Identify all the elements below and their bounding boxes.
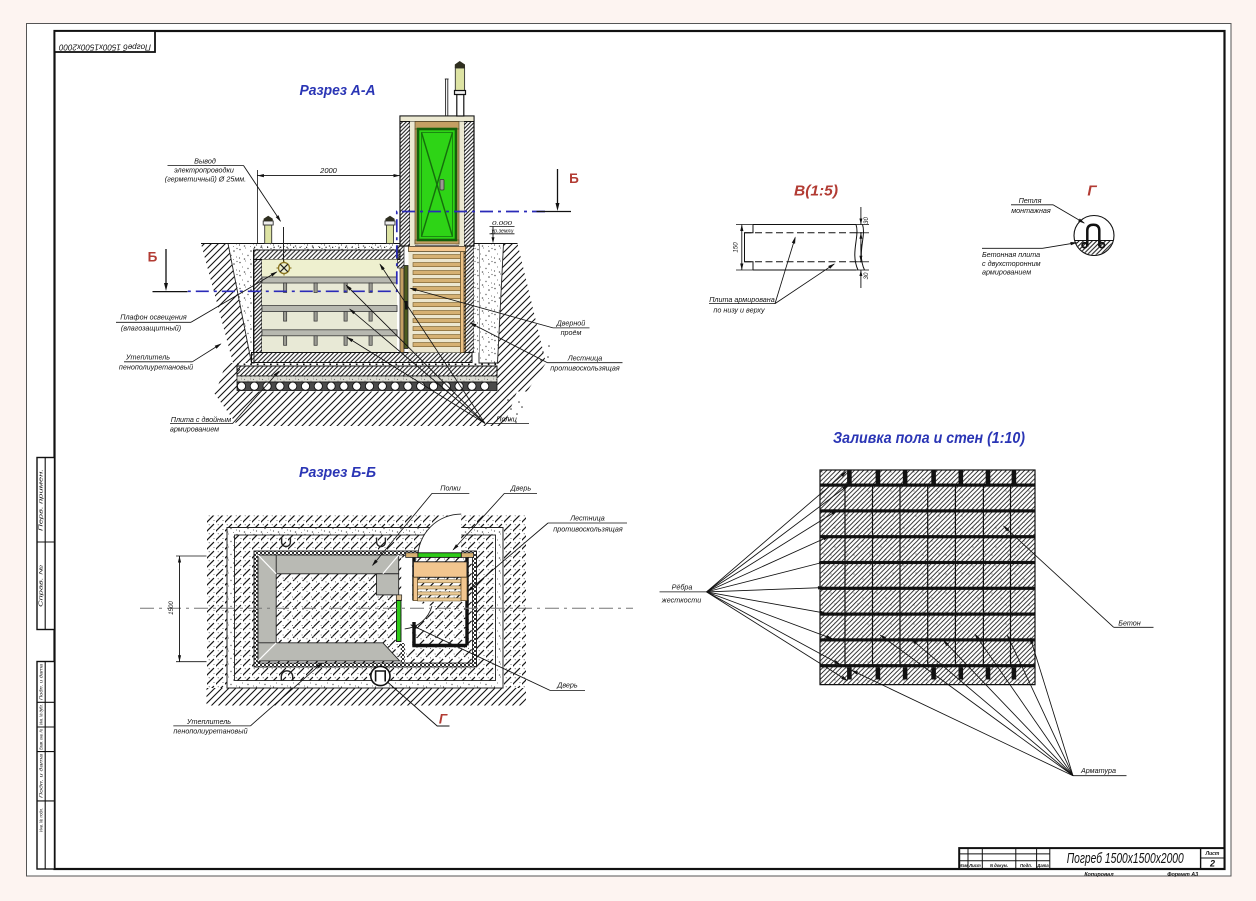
svg-text:(герметичный) Ø 25мм.: (герметичный) Ø 25мм. — [165, 175, 246, 184]
svg-text:N докум.: N докум. — [990, 863, 1008, 868]
svg-text:В(1:5): В(1:5) — [794, 183, 838, 200]
svg-text:Дата: Дата — [1036, 863, 1049, 868]
svg-text:Полки: Полки — [496, 414, 517, 423]
svg-text:Дверной: Дверной — [556, 318, 586, 327]
svg-text:проём: проём — [561, 328, 582, 337]
svg-text:армированием: армированием — [170, 424, 219, 433]
svg-text:Разрез Б-Б: Разрез Б-Б — [299, 464, 376, 481]
svg-text:пенополиуретановый: пенополиуретановый — [119, 362, 193, 371]
svg-text:электропроводки: электропроводки — [174, 166, 234, 175]
svg-text:Б: Б — [569, 171, 579, 186]
svg-text:Заливка пола и стен (1:10): Заливка пола и стен (1:10) — [833, 430, 1025, 447]
svg-text:противоскользящая: противоскользящая — [553, 525, 623, 534]
svg-text:Арматура: Арматура — [1080, 766, 1116, 775]
svg-text:Перв. примен.: Перв. примен. — [38, 469, 44, 531]
svg-text:Лестница: Лестница — [567, 354, 603, 363]
svg-text:1500: 1500 — [168, 601, 175, 615]
svg-text:0.000: 0.000 — [492, 221, 512, 227]
svg-text:Плафон освещения: Плафон освещения — [120, 313, 187, 322]
svg-text:(влагозащитный): (влагозащитный) — [121, 323, 181, 332]
svg-text:Инв. № подл.: Инв. № подл. — [38, 808, 43, 832]
svg-text:Разрез А-А: Разрез А-А — [300, 82, 376, 99]
svg-text:противоскользящая: противоскользящая — [550, 364, 620, 373]
svg-text:Г: Г — [439, 712, 448, 727]
svg-text:Подп. и дата: Подп. и дата — [38, 663, 43, 700]
svg-text:с двухсторонним: с двухсторонним — [982, 259, 1041, 268]
svg-text:Бетонная плита: Бетонная плита — [982, 250, 1040, 259]
svg-text:Вывод: Вывод — [194, 156, 216, 165]
svg-text:Б: Б — [148, 250, 158, 265]
svg-text:Дверь: Дверь — [510, 484, 532, 493]
svg-text:Рёбра: Рёбра — [672, 583, 693, 592]
svg-text:2: 2 — [1209, 859, 1215, 869]
svg-text:Утеплитель: Утеплитель — [186, 717, 231, 726]
svg-text:пенополиуретановый: пенополиуретановый — [173, 726, 247, 735]
svg-text:Инв. № дубл.: Инв. № дубл. — [38, 704, 43, 725]
svg-text:Справ. №: Справ. № — [38, 564, 44, 607]
svg-text:150: 150 — [733, 242, 740, 253]
svg-text:Г: Г — [1087, 183, 1097, 200]
svg-text:30: 30 — [863, 217, 870, 224]
svg-text:Лестница: Лестница — [569, 513, 605, 522]
svg-text:Лист: Лист — [968, 863, 981, 868]
svg-text:Плита с двойным: Плита с двойным — [171, 415, 232, 424]
svg-text:Плита армирована: Плита армирована — [709, 295, 775, 304]
svg-text:Копировал: Копировал — [1084, 872, 1114, 878]
svg-text:Погреб 1500х1500х2000: Погреб 1500х1500х2000 — [58, 43, 151, 52]
svg-text:по низу и верху: по низу и верху — [713, 306, 765, 315]
svg-text:Изм: Изм — [959, 863, 968, 868]
svg-text:жесткости: жесткости — [661, 596, 701, 605]
svg-text:Формат А3: Формат А3 — [1167, 872, 1198, 878]
svg-text:Полки: Полки — [440, 484, 461, 493]
svg-text:армированием: армированием — [982, 267, 1031, 276]
svg-text:2000: 2000 — [319, 166, 338, 175]
svg-text:Подп. и дата: Подп. и дата — [38, 753, 43, 798]
svg-text:Лист: Лист — [1205, 851, 1220, 857]
svg-text:Бетон: Бетон — [1118, 619, 1140, 628]
svg-text:Утеплитель: Утеплитель — [125, 353, 170, 362]
svg-text:Погреб 1500х1500х2000: Погреб 1500х1500х2000 — [1067, 850, 1184, 867]
svg-text:Петля: Петля — [1019, 196, 1042, 205]
svg-text:Подп.: Подп. — [1020, 863, 1032, 868]
svg-text:монтажная: монтажная — [1011, 206, 1051, 215]
svg-text:Взам. инв. №: Взам. инв. № — [38, 729, 43, 750]
svg-text:ур.земли: ур.земли — [490, 229, 513, 235]
svg-text:Дверь: Дверь — [556, 681, 578, 690]
svg-text:30: 30 — [863, 272, 870, 279]
